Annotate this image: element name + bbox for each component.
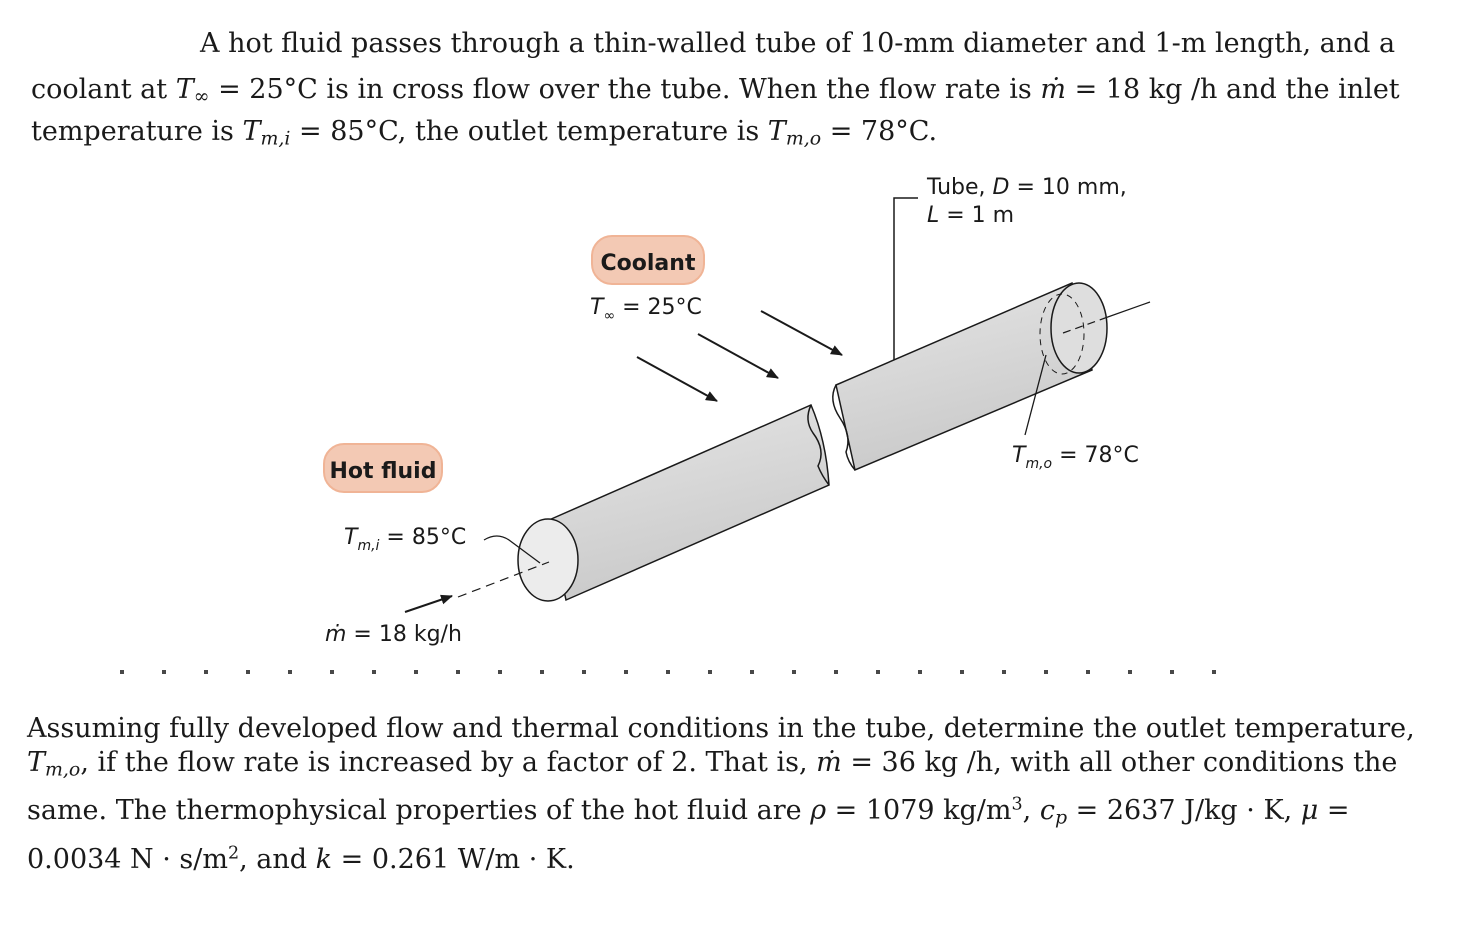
cubed-sup: 3 — [1011, 794, 1023, 815]
mass-flow-label: ṁ = 18 kg/h — [325, 622, 462, 647]
mass-flow-symbol: ṁ — [325, 622, 346, 647]
centerline-outlet-ext — [1104, 301, 1151, 319]
inflow-arrow — [404, 594, 453, 613]
tube-label-d: D — [993, 175, 1010, 200]
mass-flow-value: = 18 kg/h — [346, 622, 461, 647]
question-line-3-b: = 1079 kg/m — [826, 795, 1012, 826]
rho-symbol: ρ — [810, 795, 827, 826]
tube-label-diameter: = 10 mm, — [1009, 175, 1126, 200]
tube-label-line-2: L = 1 m — [927, 203, 1014, 228]
centerline-outlet — [1062, 317, 1106, 334]
intro-line-1-text: A hot fluid passes through a thin-walled… — [200, 28, 1396, 59]
tube-inlet-end — [517, 518, 579, 602]
tube-label-prefix: Tube, — [926, 175, 993, 200]
tube-label-l: L — [927, 203, 939, 228]
coolant-title: Coolant — [601, 251, 696, 276]
coolant-temp-sub: ∞ — [603, 308, 615, 324]
intro-line-2-a: coolant at — [31, 74, 176, 105]
outlet-temp-label: Tm,o = 78°C — [1012, 443, 1139, 472]
q-t-mo-symbol: T — [27, 747, 46, 778]
intro-line-2-b: = 25°C is in cross flow over the tube. W… — [209, 74, 1041, 105]
tube-figure: Coolant T∞ = 25°C Hot fluid Tm,i = 85°C … — [323, 175, 1151, 647]
intro-line-2: coolant at T∞ = 25°C is in cross flow ov… — [31, 74, 1400, 106]
t-mo-symbol: T — [767, 116, 786, 147]
hot-fluid-badge: Hot fluid — [323, 443, 443, 493]
coolant-temp-value: = 25°C — [615, 295, 702, 320]
t-infinity-symbol: T — [175, 74, 194, 105]
q-mdot-symbol: ṁ — [816, 747, 842, 778]
coolant-arrow-3 — [760, 310, 843, 356]
coolant-temp-label: T∞ = 25°C — [590, 295, 702, 324]
inlet-temp-sub: m,i — [357, 538, 379, 554]
question-line-3: same. The thermophysical properties of t… — [27, 794, 1350, 828]
t-infinity-sub: ∞ — [193, 85, 210, 108]
intro-line-3-c: = 78°C. — [821, 116, 938, 147]
tube-label-leader — [893, 197, 918, 360]
q-t-mo-sub: m,o — [45, 758, 81, 781]
intro-line-2-c: = 18 kg /h and the inlet — [1065, 74, 1400, 105]
mu-symbol: μ — [1300, 795, 1319, 826]
coolant-temp-symbol: T — [590, 295, 605, 320]
question-line-3-e: = — [1318, 795, 1350, 826]
question-line-4-a: 0.0034 N · s/m — [27, 844, 228, 875]
coolant-badge: Coolant — [591, 235, 705, 285]
question-line-2-b: = 36 kg /h, with all other conditions th… — [841, 747, 1398, 778]
k-symbol: k — [315, 844, 333, 875]
t-mi-sub: m,i — [260, 127, 291, 150]
tube-label-length: = 1 m — [939, 203, 1014, 228]
tube-label-line-1: Tube, D = 10 mm, — [926, 175, 1127, 200]
mdot-symbol: ṁ — [1040, 74, 1066, 105]
cp-sub: p — [1054, 806, 1068, 829]
question-line-2-a: , if the flow rate is increased by a fac… — [80, 747, 817, 778]
question-line-3-d: = 2637 J/kg · K, — [1067, 795, 1301, 826]
question-line-3-c: , — [1022, 795, 1040, 826]
inlet-temp-symbol: T — [344, 525, 359, 550]
inlet-temp-label: Tm,i = 85°C — [344, 525, 466, 554]
coolant-arrow-2 — [697, 333, 779, 379]
question-line-2: Tm,o, if the flow rate is increased by a… — [27, 747, 1398, 779]
coolant-arrow-1 — [636, 356, 718, 402]
centerline-inlet — [457, 561, 550, 598]
intro-line-3: temperature is Tm,i = 85°C, the outlet t… — [31, 116, 938, 148]
outlet-temp-leader — [1024, 354, 1047, 436]
intro-line-1: A hot fluid passes through a thin-walled… — [200, 30, 1395, 57]
hot-fluid-title: Hot fluid — [330, 459, 437, 484]
outlet-temp-sub: m,o — [1025, 456, 1052, 472]
tube-outlet-end — [1050, 282, 1108, 374]
intro-line-3-a: temperature is — [31, 116, 243, 147]
question-line-4-b: , and — [239, 844, 316, 875]
question-line-3-a: same. The thermophysical properties of t… — [27, 795, 811, 826]
t-mo-sub: m,o — [785, 127, 822, 150]
question-line-4: 0.0034 N · s/m2, and k = 0.261 W/m · K. — [27, 843, 575, 875]
squared-sup: 2 — [227, 843, 240, 864]
inlet-temp-value: = 85°C — [379, 525, 466, 550]
cp-symbol: c — [1039, 795, 1055, 826]
inlet-temp-leader — [483, 535, 541, 564]
outlet-temp-value: = 78°C — [1052, 443, 1139, 468]
tube-left-segment — [517, 404, 830, 602]
question-line-1-text: Assuming fully developed flow and therma… — [27, 713, 1415, 744]
question-line-1: Assuming fully developed flow and therma… — [27, 715, 1415, 742]
cropped-text-line — [120, 666, 1220, 674]
tube-right-segment — [832, 281, 1108, 472]
question-line-4-c: = 0.261 W/m · K. — [332, 844, 575, 875]
outlet-temp-symbol: T — [1012, 443, 1027, 468]
t-mi-symbol: T — [242, 116, 261, 147]
intro-line-3-b: = 85°C, the outlet temperature is — [290, 116, 768, 147]
